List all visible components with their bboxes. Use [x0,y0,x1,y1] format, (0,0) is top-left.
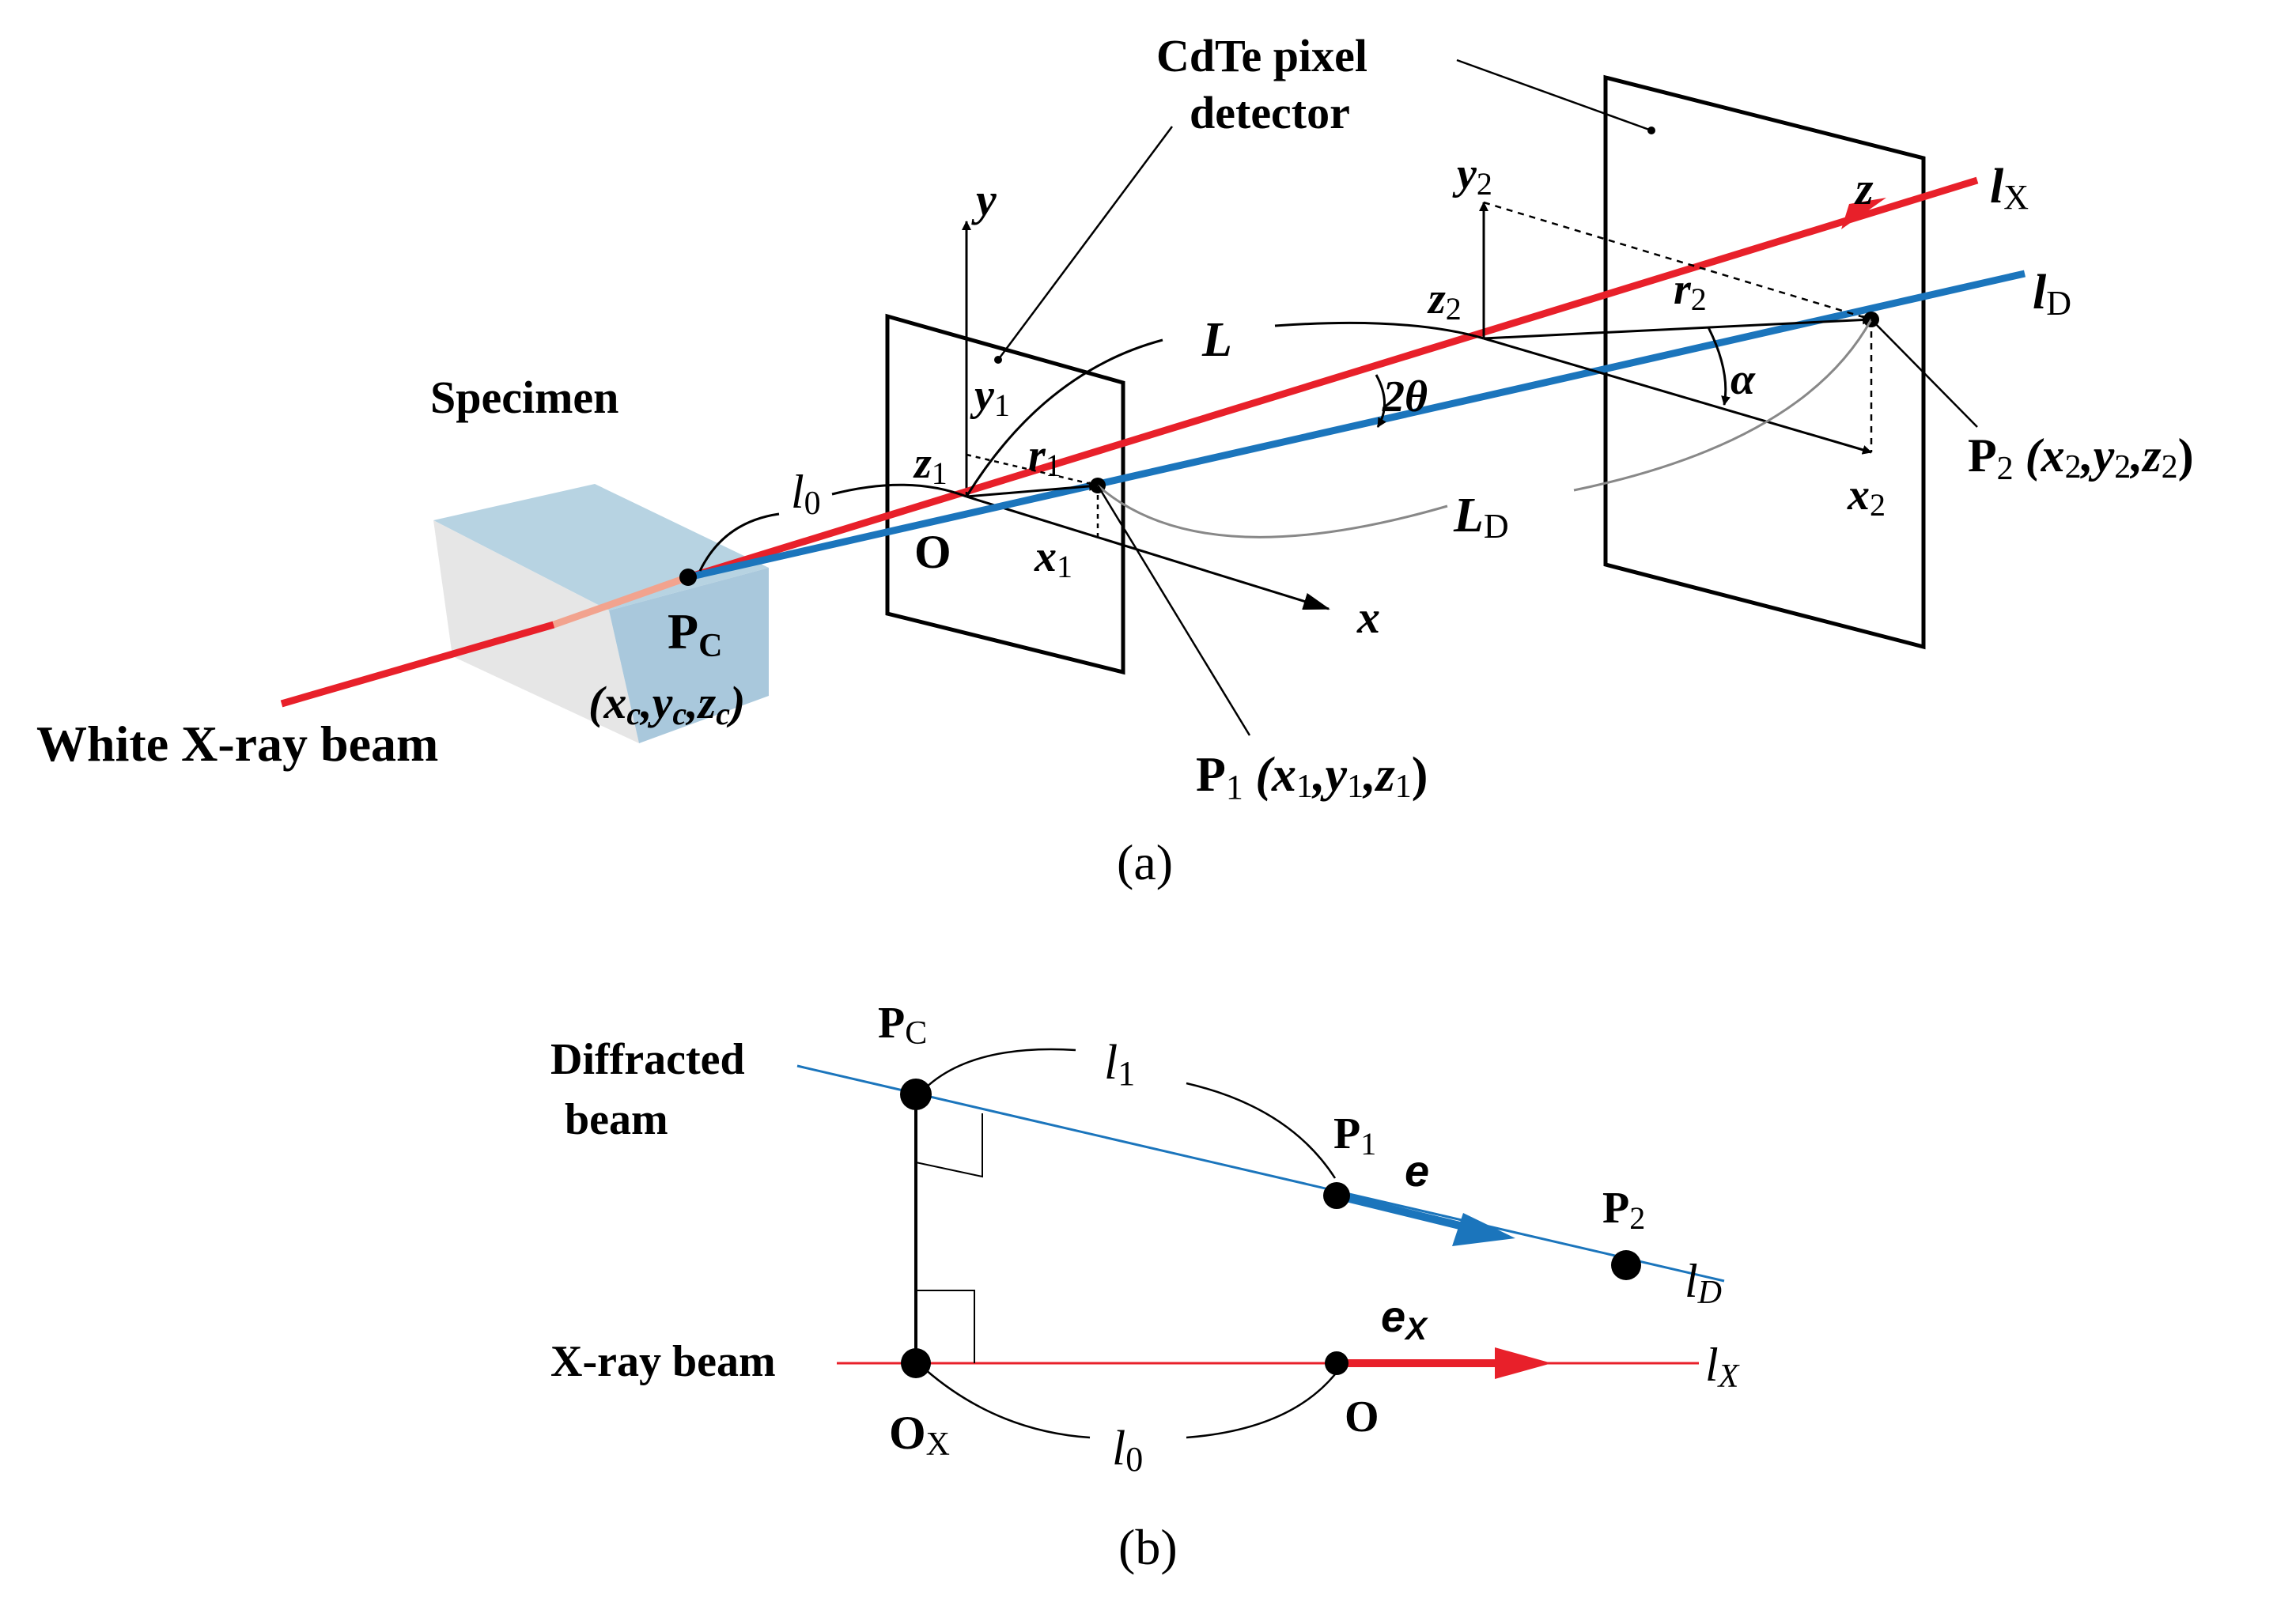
caption-b: (b) [1118,1519,1178,1575]
lD-label-b: lD [1685,1255,1722,1311]
r1-label: r1 [1028,431,1061,483]
L-leader-2 [1274,321,1485,340]
origin-label: O [914,526,951,578]
L-label: L [1201,313,1232,367]
specimen-label: Specimen [430,372,618,423]
right-angle-mark-top [915,1113,983,1178]
panel-a: CdTe pixel detector Specimen White X-ray… [36,30,2194,890]
lD-label: lD [2033,266,2071,323]
e-vector-arrowhead [1452,1213,1515,1246]
l1-label: l1 [1104,1036,1135,1093]
ox-label: OX [889,1407,950,1463]
diffracted-beam-line [796,1064,1725,1283]
detector-label-line2: detector [1190,87,1350,138]
x-axis-label: x [1356,591,1380,643]
p2-label: P2 (x2,y2,z2) [1968,429,2194,487]
p2-label-pointer [1870,319,1978,428]
point-pc [900,1079,932,1110]
l0-label-b: l0 [1112,1422,1143,1479]
z1-label: z1 [913,439,948,491]
detector-label-pointer-2 [1456,59,1652,132]
z1-dashed [966,453,1099,487]
pc-label-b: PC [878,999,927,1052]
xray-beam-arrowhead [1841,198,1886,229]
pc-coords-label: (xc,yc,zc) [588,677,745,731]
point-p2 [1611,1250,1641,1280]
LD-leader-2 [1573,319,1873,492]
y2-label: y2 [1452,149,1492,202]
l0-leader [698,512,780,572]
p1-label-b: P1 [1333,1109,1376,1162]
l0-leader-2 [831,483,967,498]
LD-leader [1097,484,1448,538]
r2-label: r2 [1674,265,1707,317]
xray-beam-line-lX [687,176,1979,581]
p1-label: P1 (x1,y1,z1) [1196,748,1428,807]
specimen-side-face [609,568,769,743]
ex-label: eX [1381,1291,1428,1347]
l0-label: l0 [791,466,821,522]
z2-label: z2 [1427,274,1462,327]
x1-label: x1 [1034,532,1072,584]
L-leader [965,338,1163,497]
detector-label-line1: CdTe pixel [1156,30,1367,81]
point-o [1325,1351,1348,1375]
incident-xray-beam [280,621,555,708]
l1-leader [925,1048,1076,1089]
two-theta-arc [1375,374,1386,428]
xray-beam-label: X-ray beam [550,1337,776,1386]
l0-leader-b-2 [1186,1373,1336,1439]
o-label-b: O [1345,1392,1379,1441]
two-theta-label: 2θ [1382,372,1428,421]
y1-label: y1 [970,371,1010,423]
point-ox [901,1348,931,1378]
e-vector [1335,1192,1474,1233]
right-angle-mark-bottom [916,1290,975,1363]
l1-leader-2 [1186,1082,1337,1179]
lX-label-b: lX [1705,1339,1741,1395]
l0-leader-b [925,1369,1091,1439]
ex-vector-arrowhead [1495,1347,1552,1379]
diffracted-beam-label-line1: Diffracted [550,1035,745,1084]
e-label: e [1405,1146,1429,1196]
point-pc-dot [679,569,697,586]
x-axis [966,495,1330,610]
incident-beam-inside-specimen [552,573,690,629]
p1-label-pointer [1096,485,1251,736]
r1-arrow [966,481,1099,498]
x2-label: x2 [1847,470,1886,523]
z-axis-label: z [1854,163,1874,214]
y-axis-label: y [971,174,997,225]
pc-label: PC [668,603,722,664]
alpha-label: α [1731,355,1756,404]
LD-label: LD [1453,489,1509,546]
lX-label: lX [1990,160,2029,217]
panel-b: Diffracted beam X-ray beam PC P1 P2 OX O… [550,999,1741,1575]
caption-a: (a) [1117,834,1173,890]
white-xray-beam-label: White X-ray beam [36,716,438,772]
alpha-arc [1707,327,1731,406]
r2-arrow [1483,315,1872,340]
detector-label-pointer-1 [997,126,1174,361]
x2-axis [1483,337,1872,455]
p2-label-b: P2 [1602,1184,1645,1236]
y2-dashed [1483,201,1872,321]
diffracted-beam-line-lD [687,270,2026,581]
detector-2-frame [1603,74,1926,650]
point-p1 [1323,1182,1350,1209]
diffracted-beam-label-line2: beam [565,1095,668,1144]
